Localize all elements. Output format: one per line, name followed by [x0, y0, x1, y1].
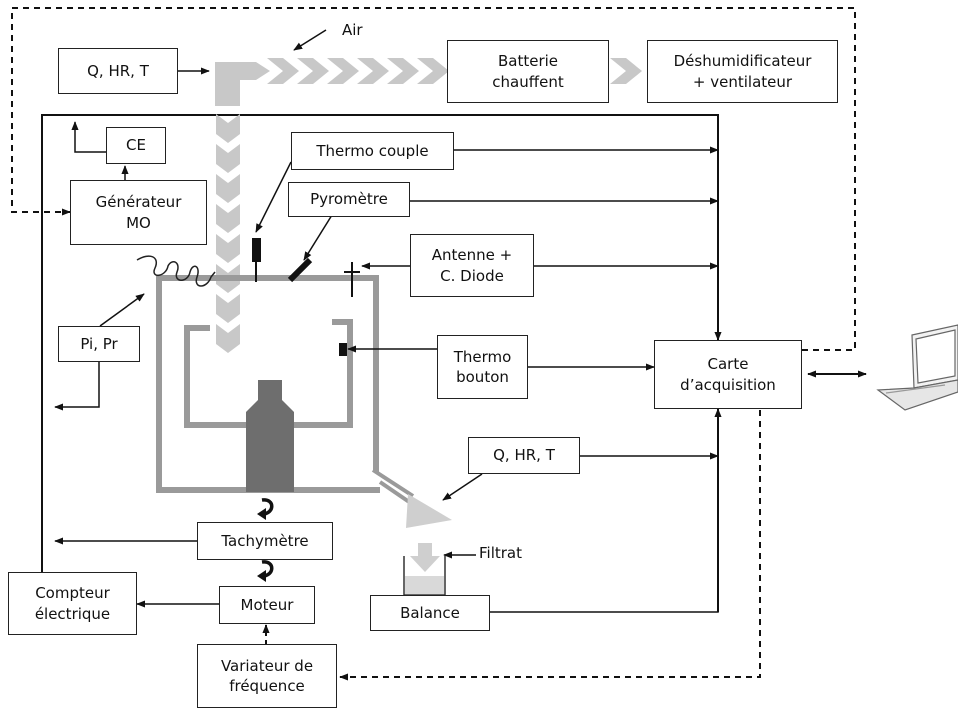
rotor-bottle: [246, 380, 294, 492]
q-hr-t-box-bottom: Q, HR, T: [468, 437, 580, 474]
generateur-box: Générateur MO: [70, 180, 207, 245]
pyrometre-box: Pyromètre: [288, 182, 410, 217]
balance-box: Balance: [370, 595, 490, 631]
pyrometer-sensor: [287, 257, 313, 283]
coil-icon: [136, 255, 216, 287]
thermobouton-sensor: [339, 343, 347, 356]
dashed-loop-bottom: [339, 410, 761, 681]
ce-box: CE: [106, 127, 166, 164]
thermocouple-box: Thermo couple: [291, 132, 454, 170]
air-label: Air: [342, 21, 363, 39]
deshumidificateur-box: Déshumidificateur + ventilateur: [647, 40, 838, 103]
drain-flow-arrow: [406, 494, 452, 528]
thermocouple-probe: [252, 238, 261, 262]
dashed-loop-top: [11, 7, 856, 351]
filtrat-beaker: [403, 543, 446, 596]
thermobouton-box: Thermo bouton: [437, 335, 528, 399]
variateur-box: Variateur de fréquence: [197, 644, 337, 708]
carte-acquisition-box: Carte d’acquisition: [654, 340, 802, 409]
q-hr-t-box-top: Q, HR, T: [58, 48, 178, 94]
antenne-box: Antenne + C. Diode: [410, 234, 534, 297]
filtrat-label: Filtrat: [479, 544, 522, 562]
compteur-box: Compteur électrique: [8, 572, 137, 635]
batterie-box: Batterie chauffent: [447, 40, 609, 103]
tachymetre-box: Tachymètre: [197, 522, 333, 560]
moteur-box: Moteur: [219, 586, 315, 624]
pi-pr-box: Pi, Pr: [58, 326, 140, 362]
laptop-icon: [876, 324, 958, 411]
air-stream: [215, 58, 642, 353]
